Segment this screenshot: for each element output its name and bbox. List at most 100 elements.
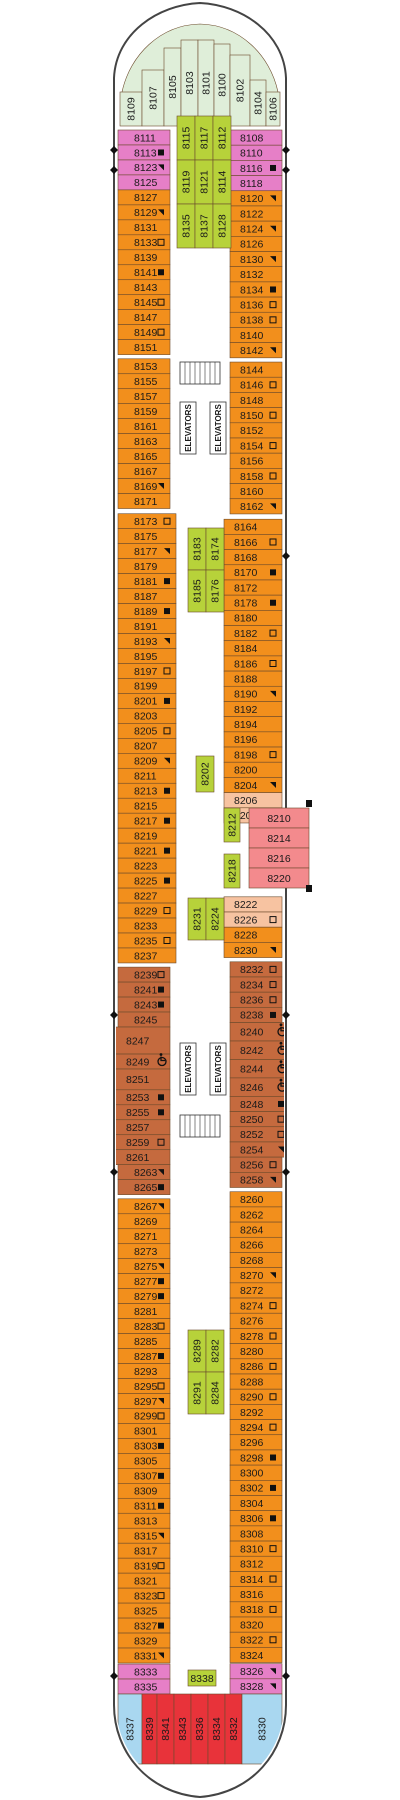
cabin-8305[interactable]: 8305 [117, 1453, 171, 1469]
cabin-8102[interactable]: 8102 [229, 54, 251, 127]
cabin-8260[interactable]: 8260 [229, 1191, 283, 1208]
cabin-8141[interactable]: 8141 [117, 264, 171, 281]
cabin-8269[interactable]: 8269 [117, 1213, 171, 1230]
cabin-8151[interactable]: 8151 [117, 339, 171, 355]
cabin-8294[interactable]: 8294 [229, 1419, 283, 1436]
cabin-8125[interactable]: 8125 [117, 174, 171, 191]
cabin-8234[interactable]: 8234 [229, 976, 283, 993]
cabin-8226[interactable]: 8226 [223, 911, 283, 928]
cabin-8130[interactable]: 8130 [229, 251, 283, 267]
cabin-8176[interactable]: 8176 [205, 569, 225, 613]
cabin-8224[interactable]: 8224 [205, 897, 225, 941]
cabin-8280[interactable]: 8280 [229, 1343, 283, 1360]
cabin-8259[interactable]: 8259 [110, 1134, 171, 1151]
cabin-8110[interactable]: 8110 [229, 144, 283, 161]
cabin-8160[interactable]: 8160 [229, 483, 283, 500]
cabin-8287[interactable]: 8287 [117, 1348, 171, 1364]
cabin-8329[interactable]: 8329 [117, 1632, 171, 1649]
cabin-8252[interactable]: 8252 [229, 1126, 290, 1143]
cabin-8142[interactable]: 8142 [229, 342, 283, 359]
cabin-8115[interactable]: 8115 [176, 115, 196, 161]
cabin-8304[interactable]: 8304 [229, 1495, 283, 1511]
cabin-8181[interactable]: 8181 [117, 573, 177, 589]
cabin-8201[interactable]: 8201 [117, 693, 177, 709]
cabin-8122[interactable]: 8122 [229, 205, 283, 222]
cabin-8194[interactable]: 8194 [223, 716, 283, 733]
cabin-8190[interactable]: 8190 [223, 685, 283, 702]
cabin-8255[interactable]: 8255 [110, 1104, 171, 1121]
cabin-8299[interactable]: 8299 [117, 1408, 171, 1424]
cabin-8306[interactable]: 8306 [229, 1510, 283, 1527]
cabin-8197[interactable]: 8197 [117, 663, 177, 679]
cabin-8300[interactable]: 8300 [229, 1464, 283, 1481]
cabin-8195[interactable]: 8195 [117, 648, 177, 664]
cabin-8205[interactable]: 8205 [117, 723, 177, 739]
cabin-8135[interactable]: 8135 [176, 203, 196, 249]
cabin-8165[interactable]: 8165 [117, 448, 171, 464]
cabin-8109[interactable]: 8109 [119, 91, 143, 127]
cabin-8223[interactable]: 8223 [117, 857, 177, 874]
cabin-8339[interactable]: 8339 [141, 1693, 158, 1765]
cabin-8215[interactable]: 8215 [117, 797, 177, 814]
cabin-8320[interactable]: 8320 [229, 1616, 283, 1633]
cabin-8193[interactable]: 8193 [117, 633, 177, 649]
cabin-8143[interactable]: 8143 [117, 279, 171, 296]
cabin-8274[interactable]: 8274 [229, 1297, 283, 1314]
cabin-8309[interactable]: 8309 [117, 1483, 171, 1499]
cabin-8116[interactable]: 8116 [229, 160, 283, 176]
cabin-8100[interactable]: 8100 [213, 43, 231, 127]
cabin-8332[interactable]: 8332 [224, 1693, 243, 1765]
cabin-8184[interactable]: 8184 [223, 640, 283, 657]
cabin-8200[interactable]: 8200 [223, 761, 283, 778]
cabin-8313[interactable]: 8313 [117, 1512, 171, 1529]
cabin-8132[interactable]: 8132 [229, 266, 283, 283]
cabin-8295[interactable]: 8295 [117, 1378, 171, 1394]
cabin-8279[interactable]: 8279 [117, 1288, 171, 1304]
cabin-8175[interactable]: 8175 [117, 528, 177, 544]
cabin-8250[interactable]: 8250 [229, 1111, 290, 1128]
cabin-8268[interactable]: 8268 [229, 1252, 283, 1268]
cabin-8145[interactable]: 8145 [117, 294, 171, 310]
cabin-8251[interactable]: 8251 [110, 1068, 171, 1091]
cabin-8298[interactable]: 8298 [229, 1449, 283, 1466]
cabin-8291[interactable]: 8291 [187, 1371, 207, 1415]
cabin-8275[interactable]: 8275 [117, 1258, 171, 1274]
cabin-8230[interactable]: 8230 [223, 942, 283, 958]
cabin-8140[interactable]: 8140 [229, 327, 283, 343]
cabin-8138[interactable]: 8138 [229, 311, 283, 328]
cabin-8301[interactable]: 8301 [117, 1423, 171, 1439]
cabin-8281[interactable]: 8281 [117, 1303, 171, 1319]
cabin-8244[interactable]: 8244 [229, 1059, 290, 1079]
cabin-8120[interactable]: 8120 [229, 190, 283, 207]
cabin-8209[interactable]: 8209 [117, 753, 177, 769]
cabin-8167[interactable]: 8167 [117, 463, 171, 479]
cabin-8131[interactable]: 8131 [117, 219, 171, 236]
cabin-8338[interactable]: 8338 [187, 1669, 217, 1687]
cabin-8108[interactable]: 8108 [229, 129, 283, 146]
cabin-8133[interactable]: 8133 [117, 234, 171, 251]
cabin-8240[interactable]: 8240 [229, 1022, 290, 1042]
cabin-8220[interactable]: 8220 [248, 867, 310, 889]
cabin-8245[interactable]: 8245 [117, 1011, 171, 1028]
cabin-8314[interactable]: 8314 [229, 1571, 283, 1587]
cabin-8217[interactable]: 8217 [117, 812, 177, 829]
cabin-8315[interactable]: 8315 [117, 1527, 171, 1544]
cabin-8261[interactable]: 8261 [110, 1149, 171, 1165]
cabin-8177[interactable]: 8177 [117, 543, 177, 559]
cabin-8225[interactable]: 8225 [117, 872, 177, 889]
cabin-8137[interactable]: 8137 [194, 203, 214, 249]
cabin-8128[interactable]: 8128 [212, 203, 232, 249]
cabin-8236[interactable]: 8236 [229, 991, 283, 1008]
cabin-8232[interactable]: 8232 [229, 961, 283, 978]
cabin-8334[interactable]: 8334 [207, 1693, 226, 1765]
cabin-8173[interactable]: 8173 [117, 513, 177, 529]
cabin-8238[interactable]: 8238 [229, 1007, 283, 1023]
cabin-8326[interactable]: 8326 [229, 1663, 283, 1680]
cabin-8164[interactable]: 8164 [223, 518, 283, 535]
cabin-8341[interactable]: 8341 [156, 1693, 175, 1765]
cabin-8229[interactable]: 8229 [117, 902, 177, 919]
cabin-8325[interactable]: 8325 [117, 1602, 171, 1619]
cabin-8243[interactable]: 8243 [117, 996, 171, 1013]
cabin-8336[interactable]: 8336 [190, 1693, 209, 1765]
cabin-8155[interactable]: 8155 [117, 373, 171, 390]
